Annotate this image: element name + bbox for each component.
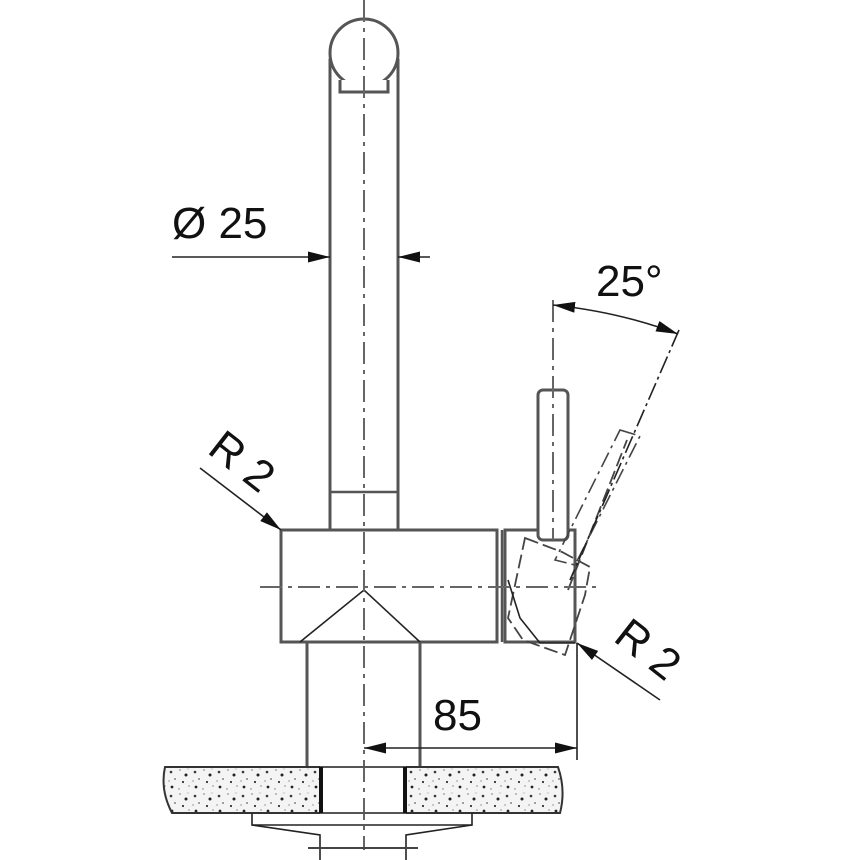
dimension-angle: 25°: [552, 257, 679, 335]
diameter-label: Ø 25: [172, 199, 267, 248]
offset-label: 85: [433, 691, 482, 740]
lever-housing: [503, 528, 592, 657]
centerlines: [260, 0, 680, 850]
radius-bottom-label: R 2: [606, 609, 690, 690]
countertop: [162, 766, 564, 860]
dimension-radius-bottom: R 2: [576, 609, 690, 701]
dimension-diameter: Ø 25: [172, 199, 430, 263]
lever-rotated: [553, 429, 642, 591]
radius-top-label: R 2: [200, 421, 284, 502]
dimension-radius-top: R 2: [199, 421, 284, 531]
dimension-offset: 85: [364, 643, 578, 760]
angle-label: 25°: [596, 257, 663, 306]
